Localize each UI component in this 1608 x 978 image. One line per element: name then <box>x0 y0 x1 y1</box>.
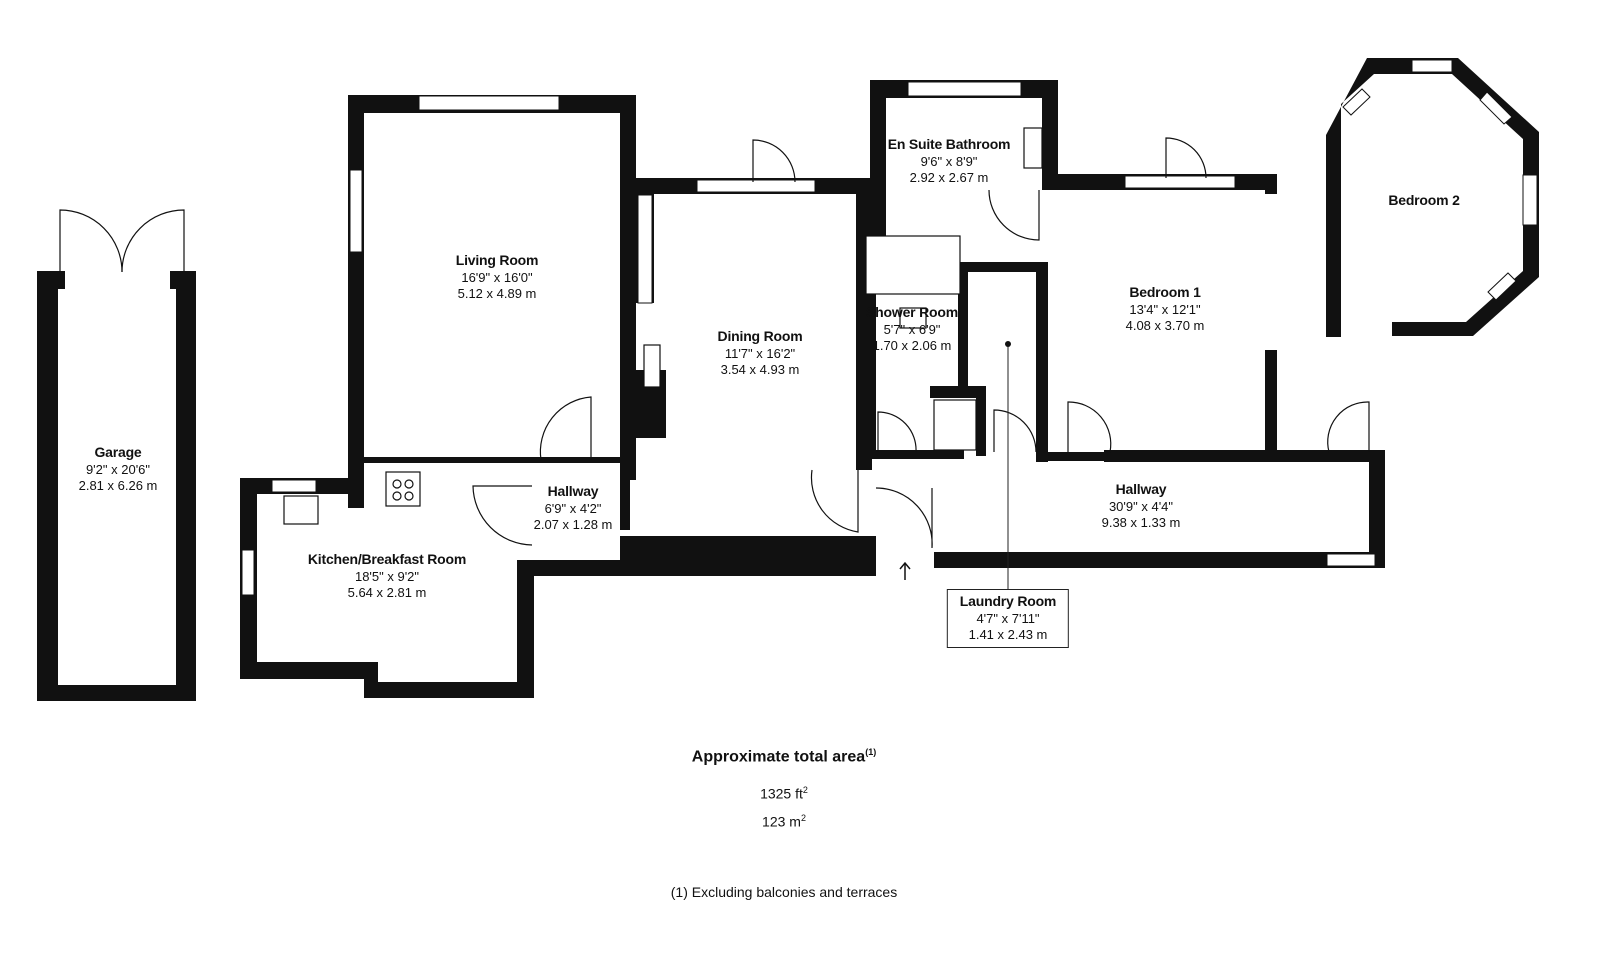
footnote-marker: (1) <box>865 747 877 757</box>
room-dimension-metric: 3.54 x 4.93 m <box>720 361 800 377</box>
room-label-laundry: Laundry Room 4'7" x 7'11" 1.41 x 2.43 m <box>946 589 1070 648</box>
room-name: Garage <box>94 444 142 460</box>
octagon-windows <box>1342 88 1517 301</box>
room-dimension-metric: 2.92 x 2.67 m <box>909 169 989 185</box>
footnote: (1) Excluding balconies and terraces <box>670 884 898 900</box>
room-name: Living Room <box>455 252 539 268</box>
room-dimension-imperial: 30'9" x 4'4" <box>1108 498 1174 514</box>
room-label-living-room: Living Room 16'9" x 16'0" 5.12 x 4.89 m <box>456 252 539 302</box>
total-area-ft: 1325 ft2 <box>760 785 808 802</box>
room-label-hallway-small: Hallway 6'9" x 4'2" 2.07 x 1.28 m <box>534 483 613 533</box>
room-label-hallway-main: Hallway 30'9" x 4'4" 9.38 x 1.33 m <box>1102 481 1181 531</box>
room-name: Laundry Room <box>959 593 1057 609</box>
room-dimension-imperial: 5'7" x 6'9" <box>883 321 941 337</box>
room-name: Bedroom 1 <box>1129 284 1201 300</box>
room-dimension-imperial: 9'2" x 20'6" <box>85 461 151 477</box>
room-dimension-metric: 2.07 x 1.28 m <box>533 516 613 532</box>
total-area-m: 123 m2 <box>762 813 806 830</box>
walls <box>37 80 1385 701</box>
room-dimension-imperial: 4'7" x 7'11" <box>976 610 1040 626</box>
room-dimension-metric: 9.38 x 1.33 m <box>1101 514 1181 530</box>
room-dimension-imperial: 18'5" x 9'2" <box>354 568 420 584</box>
room-dimension-imperial: 6'9" x 4'2" <box>544 500 602 516</box>
room-label-en-suite: En Suite Bathroom 9'6" x 8'9" 2.92 x 2.6… <box>888 136 1011 186</box>
area-m-value: 123 m <box>762 813 801 830</box>
room-dimension-metric: 1.70 x 2.06 m <box>872 337 952 353</box>
room-dimension-metric: 5.64 x 2.81 m <box>347 584 427 600</box>
room-dimension-imperial: 11'7" x 16'2" <box>724 345 796 361</box>
fixtures <box>283 127 1043 525</box>
room-dimension-imperial: 9'6" x 8'9" <box>920 153 978 169</box>
area-ft-unit-sup: 2 <box>802 785 808 795</box>
door-swings <box>59 137 1370 549</box>
room-label-bedroom2: Bedroom 2 <box>1388 192 1460 210</box>
room-name: Shower Room <box>866 304 958 320</box>
total-area-title-text: Approximate total area <box>691 748 866 766</box>
room-name: Kitchen/Breakfast Room <box>307 551 467 567</box>
room-label-kitchen: Kitchen/Breakfast Room 18'5" x 9'2" 5.64… <box>308 551 466 601</box>
room-dimension-imperial: 13'4" x 12'1" <box>1129 301 1201 317</box>
area-m-unit-sup: 2 <box>800 813 806 823</box>
windows <box>241 59 1538 596</box>
total-area-title: Approximate total area(1) <box>692 747 876 766</box>
arrow-up-icon <box>899 561 911 580</box>
room-label-dining-room: Dining Room 11'7" x 16'2" 3.54 x 4.93 m <box>718 328 803 378</box>
room-dimension-metric: 4.08 x 3.70 m <box>1125 317 1205 333</box>
room-name: En Suite Bathroom <box>887 136 1011 152</box>
room-name: Hallway <box>1115 481 1167 497</box>
room-label-garage: Garage 9'2" x 20'6" 2.81 x 6.26 m <box>79 444 158 494</box>
room-dimension-imperial: 16'9" x 16'0" <box>461 269 533 285</box>
room-dimension-metric: 2.81 x 6.26 m <box>78 477 158 493</box>
room-dimension-metric: 5.12 x 4.89 m <box>457 285 537 301</box>
room-name: Bedroom 2 <box>1388 192 1460 208</box>
room-name: Dining Room <box>717 328 803 344</box>
room-label-shower-room: Shower Room 5'7" x 6'9" 1.70 x 2.06 m <box>866 304 958 354</box>
room-dimension-metric: 1.41 x 2.43 m <box>968 626 1048 642</box>
room-name: Hallway <box>547 483 599 499</box>
room-label-bedroom1: Bedroom 1 13'4" x 12'1" 4.08 x 3.70 m <box>1126 284 1205 334</box>
area-ft-value: 1325 ft <box>760 785 803 802</box>
